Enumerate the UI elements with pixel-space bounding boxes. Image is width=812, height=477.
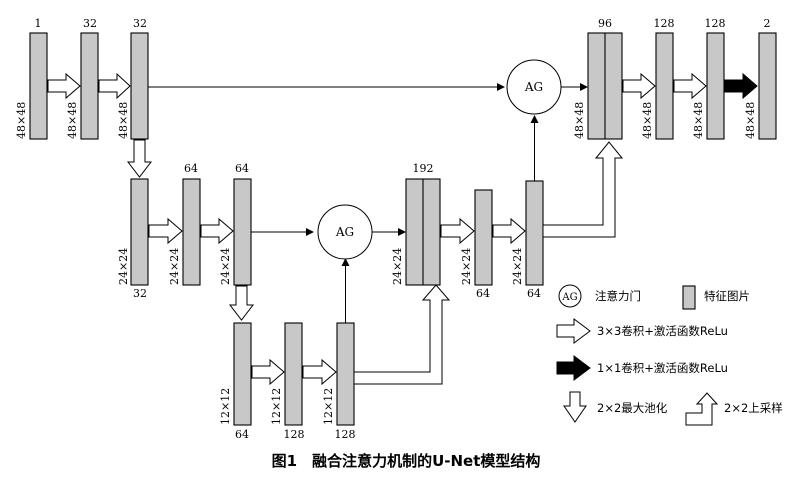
legend-maxpool-icon <box>563 391 587 423</box>
dec1-size-label-4: 48×48 <box>744 102 757 139</box>
conv3-arrow-icon <box>492 217 526 245</box>
dec1-output-map <box>758 32 777 140</box>
arrowhead-icon <box>306 228 314 236</box>
dec2-size-label-1: 24×24 <box>391 248 404 285</box>
legend-ag-label: 注意力门 <box>595 289 641 303</box>
conv3-arrow-icon <box>673 72 707 100</box>
enc1-size-label-1: 48×48 <box>15 102 28 139</box>
dec1-size-label-1: 48×48 <box>573 102 586 139</box>
enc3-map-a <box>284 322 303 426</box>
conv3-arrow-icon <box>148 217 183 245</box>
enc3-size-label-1: 12×12 <box>219 388 232 425</box>
dec2-size-label-2: 24×24 <box>460 248 473 285</box>
dec1-size-label-2: 48×48 <box>641 102 654 139</box>
arrowhead-icon <box>398 228 406 236</box>
enc3-ch-c-label: 128 <box>335 428 356 441</box>
legend-conv3-icon <box>556 318 591 344</box>
enc1-size-label-3: 48×48 <box>117 102 130 139</box>
enc2-size-label-1: 24×24 <box>117 248 130 285</box>
upsample-arrow-icon <box>542 141 624 238</box>
figure-caption: 图1 融合注意力机制的U-Net模型结构 <box>271 452 541 470</box>
enc2-map-a <box>182 178 201 286</box>
dec1-map-b <box>706 32 725 140</box>
enc1-ch-b-label: 32 <box>133 17 147 30</box>
dec2-size-label-3: 24×24 <box>511 248 524 285</box>
legend-fmap-label: 特征图片 <box>704 289 750 303</box>
dec2-ch-a-label: 64 <box>476 287 490 300</box>
enc3-ch-b-label: 128 <box>284 428 305 441</box>
enc3-ch-a-label: 64 <box>235 428 249 441</box>
legend-conv3-label: 3×3卷积+激活函数ReLu <box>597 324 728 338</box>
conv3-arrow-icon <box>302 358 337 386</box>
enc1-ch-in-label: 1 <box>35 17 42 30</box>
dec2-map-b <box>525 180 544 286</box>
legend-conv1-icon <box>556 355 591 381</box>
dec2-map-a <box>474 189 493 286</box>
upsample-arrow-icon <box>353 284 451 385</box>
legend-ag-symbol <box>558 284 582 308</box>
conv3-arrow-icon <box>440 217 475 245</box>
dec1-size-label-3: 48×48 <box>692 102 705 139</box>
enc2-size-label-3: 24×24 <box>219 248 232 285</box>
enc2-ch-b-label: 64 <box>235 162 249 175</box>
maxpool-arrow-icon <box>126 139 153 178</box>
dec2-ch-concat-label: 192 <box>413 162 434 175</box>
conv3-arrow-icon <box>622 72 656 100</box>
dec1-map-a <box>655 32 674 140</box>
legend-fmap-symbol <box>682 285 696 310</box>
legend-ag-symbol-label: AG <box>561 292 577 303</box>
enc3-size-label-3: 12×12 <box>322 388 335 425</box>
enc3-map-b <box>336 322 355 426</box>
enc2-ch-a-label: 64 <box>184 162 198 175</box>
enc1-map-b <box>130 32 149 140</box>
conv3-arrow-icon <box>98 72 131 100</box>
enc3-map-in <box>233 322 252 426</box>
arrowhead-icon <box>580 83 588 91</box>
enc2-size-label-2: 24×24 <box>168 248 181 285</box>
enc2-map-in <box>130 178 149 286</box>
dec1-ch-out-label: 2 <box>764 17 771 30</box>
arrowhead-icon <box>497 83 505 91</box>
attention-gate-1-label: AG <box>524 80 543 94</box>
dec2-ch-b-label: 64 <box>527 287 541 300</box>
enc2-ch-bottom-label: 32 <box>133 287 147 300</box>
enc1-map-a <box>80 32 99 140</box>
enc1-input-map <box>29 32 48 140</box>
legend-up-label: 2×2上采样 <box>724 401 783 415</box>
enc1-ch-a-label: 32 <box>83 17 97 30</box>
maxpool-arrow-icon <box>228 285 255 321</box>
attention-gate-2-label: AG <box>335 225 354 239</box>
legend-upsample-icon <box>685 392 719 426</box>
arrowhead-icon <box>530 115 539 123</box>
conv1-arrow-icon <box>724 72 758 100</box>
conv3-arrow-icon <box>47 72 81 100</box>
dec1-ch-concat-label: 96 <box>598 17 612 30</box>
dec1-ch-a-label: 128 <box>654 17 675 30</box>
arrowhead-icon <box>341 258 350 266</box>
dec1-ch-b-label: 128 <box>705 17 726 30</box>
conv3-arrow-icon <box>200 217 234 245</box>
legend-pool-label: 2×2最大池化 <box>597 401 668 415</box>
enc1-size-label-2: 48×48 <box>66 102 79 139</box>
enc2-map-b <box>233 178 252 286</box>
enc3-size-label-2: 12×12 <box>270 388 283 425</box>
conv3-arrow-icon <box>251 358 285 386</box>
legend-conv1-label: 1×1卷积+激活函数ReLu <box>597 361 728 375</box>
